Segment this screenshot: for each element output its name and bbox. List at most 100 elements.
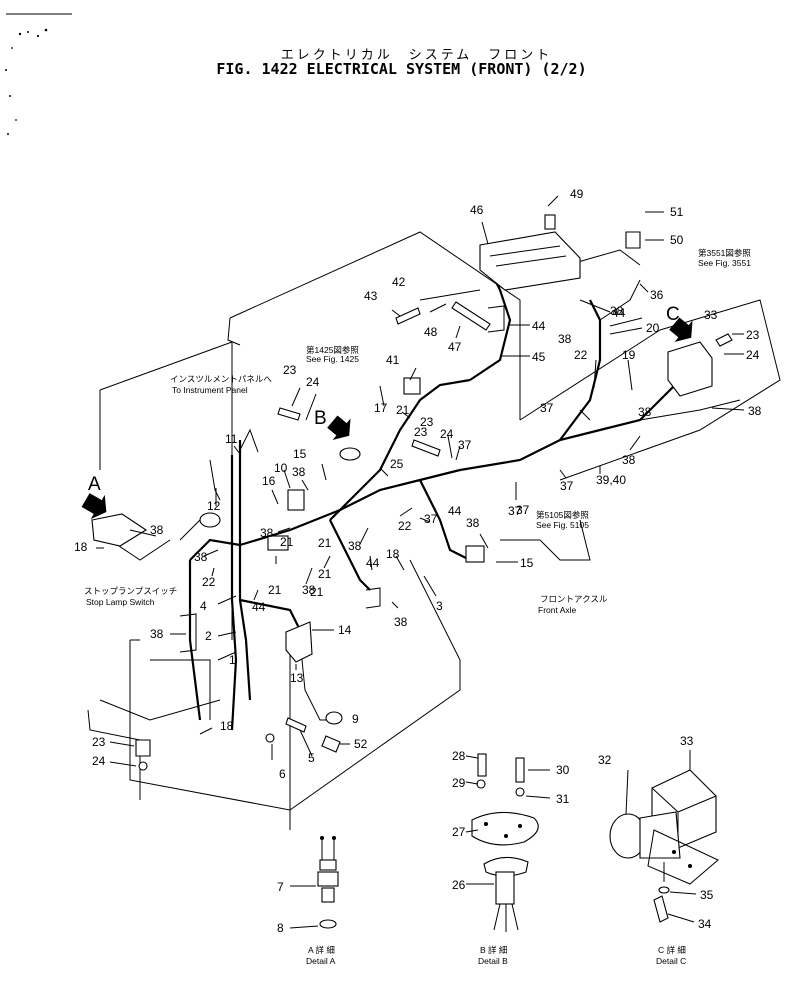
part-label: 38 — [638, 405, 652, 419]
note-fig5105-en: See Fig. 5105 — [536, 520, 589, 530]
part-label: 47 — [448, 340, 462, 354]
part-label: 25 — [390, 457, 404, 471]
note-front-axle-en: Front Axle — [538, 605, 577, 615]
note-instrument-panel-en: To Instrument Panel — [172, 385, 248, 395]
connector-12 — [199, 512, 221, 528]
figure-title: FIG. 1422 ELECTRICAL SYSTEM (FRONT) (2/2… — [216, 60, 587, 78]
note-fig1425-jp: 第1425図参照 — [306, 345, 359, 355]
part-label: 38 — [558, 332, 572, 346]
part-label: 4 — [200, 599, 207, 613]
reference-notes: インスツルメントパネルへ To Instrument Panel 第1425図参… — [84, 248, 751, 615]
part-label: 24 — [92, 754, 106, 768]
washer-6 — [265, 733, 275, 743]
part-label: 31 — [556, 792, 570, 806]
part-label: 21 — [280, 535, 294, 549]
part-label: 21 — [318, 536, 332, 550]
part-label: 38 — [260, 526, 274, 540]
note-stop-lamp-en: Stop Lamp Switch — [86, 597, 155, 607]
relay-41 — [403, 377, 421, 395]
part-label: 23 — [283, 363, 297, 377]
part-label: 52 — [354, 737, 368, 751]
part-label: 8 — [277, 921, 284, 935]
bolt-28 — [477, 753, 487, 777]
part-label: 21 — [268, 583, 282, 597]
bolt-5 — [285, 717, 307, 733]
part-label: 38 — [150, 627, 164, 641]
part-label: 37 — [540, 401, 554, 415]
title-japanese: エレクトリカル システム フロント — [280, 48, 553, 63]
part-label: 24 — [306, 375, 320, 389]
part-label: 17 — [374, 401, 388, 415]
bolt-34 — [653, 895, 669, 923]
part-label: 34 — [698, 917, 712, 931]
horn-33 — [667, 341, 713, 397]
part-label: 22 — [202, 575, 216, 589]
part-label: 32 — [598, 753, 612, 767]
bolt-23c — [715, 333, 733, 347]
socket-26 — [483, 856, 529, 877]
part-label: 7 — [277, 880, 284, 894]
part-label: 10 — [274, 461, 288, 475]
part-label: 1 — [229, 653, 236, 667]
washer-24d — [138, 761, 148, 771]
washer-29 — [476, 779, 486, 789]
part-label: 9 — [352, 712, 359, 726]
detail-marker-labels: A B C — [88, 304, 680, 495]
part-label: 35 — [700, 888, 714, 902]
o-ring-8 — [319, 919, 337, 929]
part-label: 45 — [532, 350, 546, 364]
leader-lines — [96, 195, 745, 767]
part-label: 24 — [746, 348, 760, 362]
note-front-axle-jp: フロントアクスル — [540, 594, 608, 604]
part-label: 30 — [556, 763, 570, 777]
part-label: 38 — [194, 550, 208, 564]
part-label: 23 — [746, 328, 760, 342]
components — [91, 214, 733, 771]
part-label: 2 — [205, 629, 212, 643]
part-label: 44 — [366, 556, 380, 570]
part-label: 44 — [252, 600, 266, 614]
part-label: 11 — [225, 432, 238, 446]
part-label: 18 — [74, 540, 88, 554]
bolt-47 — [451, 301, 491, 331]
part-label: 16 — [262, 474, 276, 488]
part-label: 14 — [338, 623, 352, 637]
part-label: 21 — [318, 567, 332, 581]
part-label: 13 — [290, 671, 304, 685]
connector-21 — [267, 535, 289, 551]
note-fig5105-jp: 第5105図参照 — [536, 510, 589, 520]
part-label: 3 — [436, 599, 443, 613]
chassis-frame — [87, 231, 781, 830]
detail-marker-c: C — [666, 304, 680, 325]
switch-10 — [287, 489, 305, 511]
relay-49 — [544, 214, 556, 230]
part-label: 44 — [448, 504, 462, 518]
part-label: 12 — [207, 499, 221, 513]
part-label: 23 — [420, 415, 434, 429]
detail-b: B 詳 細 Detail B — [465, 753, 551, 966]
part-label: 21 — [310, 585, 324, 599]
part-label: 38 — [292, 465, 306, 479]
part-label: 44 — [532, 319, 546, 333]
part-label: 26 — [452, 878, 466, 892]
socket-b — [339, 447, 361, 461]
part-label: 38 — [302, 583, 316, 597]
part-label: 15 — [520, 556, 534, 570]
arrow-b-icon — [327, 415, 351, 441]
part-label: 43 — [364, 289, 378, 303]
detail-b-label-en: Detail B — [478, 956, 508, 966]
note-fig1425-en: See Fig. 1425 — [306, 354, 359, 364]
part-label: 38 — [348, 539, 362, 553]
part-label: 19 — [622, 348, 636, 362]
washer-31 — [515, 787, 525, 797]
detail-a-label-en: Detail A — [306, 956, 336, 966]
part-label: 23 — [414, 425, 428, 439]
part-label: 51 — [670, 205, 684, 219]
bracket-c — [647, 829, 719, 885]
part-label: 18 — [386, 547, 400, 561]
wiring-harness — [109, 249, 741, 731]
part-label: 38 — [150, 523, 164, 537]
part-label: 24 — [440, 427, 454, 441]
